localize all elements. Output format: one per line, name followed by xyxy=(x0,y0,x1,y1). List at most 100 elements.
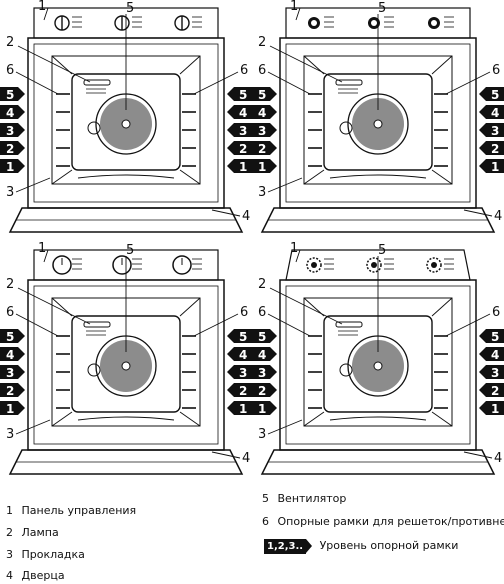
side-port xyxy=(339,363,353,377)
lamp xyxy=(83,321,111,328)
level-marker-left xyxy=(0,365,25,379)
callout-label: 2 xyxy=(6,277,14,292)
side-port xyxy=(87,363,101,377)
level-marker-left xyxy=(252,123,277,137)
level-marker-right xyxy=(227,401,252,415)
heating-element xyxy=(77,416,175,421)
level-number-right: 1 xyxy=(491,160,499,174)
level-marker-right xyxy=(227,141,252,155)
callout-label: 5 xyxy=(126,243,134,258)
level-marker-right xyxy=(479,383,504,397)
level-marker-left xyxy=(0,159,25,173)
level-marker-left xyxy=(0,329,25,343)
knob-center xyxy=(371,262,377,268)
legend-item-6: 6 Опорные рамки для решеток/противней xyxy=(262,515,504,528)
callout-line xyxy=(269,45,343,83)
knob-center xyxy=(431,20,437,26)
legend-label: Опорные рамки для решеток/противней xyxy=(277,515,504,528)
level-number-right: 5 xyxy=(239,88,247,102)
callout-label: 6 xyxy=(240,305,248,320)
level-marker-left xyxy=(252,87,277,101)
callout-label: 5 xyxy=(378,1,386,16)
legend-num: 2 xyxy=(6,526,13,539)
callout-label: 3 xyxy=(258,427,266,442)
level-number-left: 2 xyxy=(258,384,266,398)
level-number-right: 2 xyxy=(491,142,499,156)
level-number-left: 4 xyxy=(258,348,266,362)
callout-label: 3 xyxy=(6,427,14,442)
level-number-right: 4 xyxy=(239,106,247,120)
legend-level: 1,2,3.. Уровень опорной рамки xyxy=(264,539,458,554)
level-number-left: 5 xyxy=(258,330,266,344)
cavity-edge xyxy=(431,297,453,317)
oven-door xyxy=(260,449,496,475)
level-marker-right xyxy=(227,365,252,379)
callout-line xyxy=(463,209,493,217)
level-marker-left xyxy=(0,87,25,101)
level-marker-right xyxy=(227,87,252,101)
callout-label: 6 xyxy=(6,305,14,320)
callout-label: 6 xyxy=(240,63,248,78)
knob-icon xyxy=(426,257,442,273)
legend-item-1: 1 Панель управления xyxy=(6,504,136,517)
cavity-edge xyxy=(51,169,73,185)
legend-label: Прокладка xyxy=(21,548,85,561)
level-number-right: 1 xyxy=(239,160,247,174)
callout-line xyxy=(15,419,51,435)
level-marker-left xyxy=(0,123,25,137)
level-marker-right xyxy=(479,141,504,155)
level-number-left: 1 xyxy=(258,402,266,416)
callout-line xyxy=(15,71,59,95)
callout-label: 6 xyxy=(6,63,14,78)
knob-icon xyxy=(172,255,192,275)
level-marker-left xyxy=(0,105,25,119)
cavity-edge xyxy=(431,169,453,185)
knob-center xyxy=(431,262,437,268)
level-marker-left xyxy=(252,159,277,173)
callout-label: 1 xyxy=(290,0,298,14)
level-number-left: 1 xyxy=(6,160,14,174)
legend-label: Вентилятор xyxy=(277,492,347,505)
level-marker-right xyxy=(227,105,252,119)
level-marker-right xyxy=(227,383,252,397)
fan-hub xyxy=(373,361,383,371)
level-label: Уровень опорной рамки xyxy=(319,539,459,552)
level-marker-right xyxy=(227,159,252,173)
callout-line xyxy=(17,45,91,83)
callout-line xyxy=(269,287,343,325)
level-badge: 1,2,3.. xyxy=(264,539,313,554)
level-marker-right xyxy=(479,159,504,173)
level-number-right: 4 xyxy=(239,348,247,362)
level-number-right: 2 xyxy=(239,384,247,398)
level-marker-left xyxy=(252,347,277,361)
level-number-left: 3 xyxy=(6,124,14,138)
side-port xyxy=(87,121,101,135)
callout-label: 5 xyxy=(378,243,386,258)
level-marker-right xyxy=(479,329,504,343)
cavity-edge xyxy=(179,55,201,75)
legend-num: 6 xyxy=(262,515,269,528)
level-marker-left xyxy=(0,401,25,415)
level-number-left: 4 xyxy=(258,106,266,120)
fan-hub xyxy=(121,361,131,371)
level-number-right: 4 xyxy=(491,348,499,362)
level-marker-left xyxy=(0,347,25,361)
level-number-left: 2 xyxy=(6,384,14,398)
callout-label: 6 xyxy=(258,305,266,320)
knob-center xyxy=(311,20,317,26)
oven-door xyxy=(8,207,244,233)
level-marker-left xyxy=(0,383,25,397)
callout-label: 1 xyxy=(290,241,298,256)
callout-line xyxy=(15,313,59,337)
legend-label: Лампа xyxy=(21,526,59,539)
cavity-edge xyxy=(179,297,201,317)
callout-label: 6 xyxy=(258,63,266,78)
callout-label: 1 xyxy=(38,0,46,14)
callout-label: 3 xyxy=(6,185,14,200)
legend-num: 4 xyxy=(6,569,13,582)
cavity-edge xyxy=(179,169,201,185)
level-number-left: 1 xyxy=(258,160,266,174)
callout-line xyxy=(267,313,311,337)
level-number-left: 1 xyxy=(6,402,14,416)
callout-label: 1 xyxy=(38,241,46,256)
